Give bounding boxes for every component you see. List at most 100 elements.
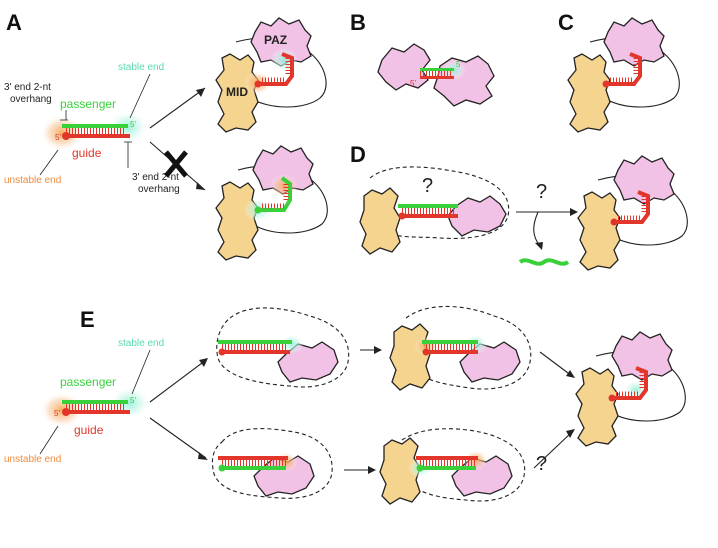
arrow-e-top-final — [539, 351, 573, 377]
arrow-to-top-complex — [149, 87, 206, 129]
passenger-strand — [220, 466, 286, 470]
guide-five-prime-label: 5' — [55, 133, 61, 142]
guide-label-e: guide — [74, 423, 104, 437]
arrow-head — [374, 346, 382, 354]
ago-complex-c — [567, 17, 680, 133]
phosphate-icon — [254, 80, 262, 88]
ago-complex-a-top: PAZ MID — [215, 17, 327, 133]
base-pair-ticks — [420, 460, 476, 466]
paz-domain — [433, 55, 495, 107]
overhang-bottom-bracket — [124, 141, 132, 168]
passenger-label-e: passenger — [60, 375, 116, 389]
arrow-head — [368, 466, 376, 474]
base-pair-ticks — [222, 344, 288, 350]
mid-domain — [389, 323, 431, 391]
stable-end-leader-e — [131, 349, 151, 395]
overhang-top-bracket — [60, 110, 68, 121]
guide-strand — [220, 350, 290, 354]
arrow-head — [198, 452, 208, 460]
overhang-bottom-label-l2: overhang — [138, 184, 180, 195]
passenger-strand — [258, 176, 292, 212]
phosphate-icon — [218, 348, 226, 356]
mid-label: MID — [226, 85, 248, 99]
arrow-head — [570, 208, 578, 216]
duplex-e: 5' 5' — [40, 387, 150, 428]
base-pair-ticks — [262, 184, 289, 209]
passenger-strand — [422, 340, 478, 344]
phosphate-icon — [608, 394, 616, 402]
ago-outline-dashed — [211, 428, 333, 499]
passenger-strand — [62, 400, 128, 404]
overhang-bottom-label-l1: 3' end 2-nt — [132, 172, 179, 183]
mid-domain — [215, 181, 259, 261]
arrow-head — [535, 242, 543, 250]
arrow-head — [199, 358, 208, 367]
guide-label-a: guide — [72, 146, 102, 160]
arrow-head — [566, 370, 575, 378]
guide-five-prime-label: 5' — [410, 79, 416, 88]
passenger-strand — [218, 340, 292, 344]
base-pair-ticks — [262, 58, 291, 83]
panel-label-b: B — [350, 10, 366, 35]
phosphate-icon — [602, 80, 610, 88]
overhang-top-label-l1: 3' end 2-nt — [4, 82, 51, 93]
ago-complex-b: 5' 5' — [377, 43, 495, 107]
arrow-head — [196, 182, 205, 190]
question-mark: ? — [536, 181, 547, 203]
paz-domain — [377, 43, 431, 91]
unstable-end-leader-e — [39, 425, 59, 455]
stable-end-leader-a — [129, 73, 151, 119]
unstable-end-label-a: unstable end — [4, 175, 61, 186]
paz-label: PAZ — [264, 33, 287, 47]
passenger-strand — [420, 68, 454, 71]
base-pair-ticks — [66, 404, 126, 410]
ejected-passenger-strand — [518, 258, 570, 266]
phosphate-icon — [610, 218, 618, 226]
ago-outline-dashed — [369, 166, 510, 239]
ago-complex-e-bottom-2 — [379, 428, 526, 505]
ago-complex-d-start: ? — [359, 166, 510, 255]
passenger-five-prime-icon — [218, 464, 226, 472]
base-pair-ticks — [618, 196, 647, 221]
ago-complex-e-bottom-1 — [211, 428, 333, 499]
mid-domain — [577, 191, 621, 271]
blocked-cross-icon — [164, 150, 188, 178]
guide-strand — [400, 214, 458, 218]
guide-strand — [424, 350, 478, 354]
phosphate-icon — [422, 348, 430, 356]
panel-label-c: C — [558, 10, 574, 35]
base-pair-ticks — [426, 344, 476, 350]
ejection-arrow — [533, 211, 541, 247]
mid-domain — [359, 187, 401, 255]
arrow-head — [196, 88, 205, 97]
passenger-five-prime-label: 5' — [130, 396, 136, 405]
arrow-to-e-top — [149, 359, 207, 403]
panel-label-a: A — [6, 10, 22, 35]
passenger-five-prime-label: 5' — [456, 60, 462, 69]
guide-strand — [218, 456, 288, 460]
passenger-five-prime-label: 5' — [130, 120, 136, 129]
phosphate-icon — [398, 212, 406, 220]
guide-strand — [66, 134, 130, 138]
base-pair-ticks — [66, 128, 126, 134]
stable-end-label-a: stable end — [118, 62, 164, 73]
ago-complex-e-top-1 — [216, 307, 350, 388]
passenger-label-a: passenger — [60, 97, 116, 111]
ago-outline-dashed — [216, 307, 350, 388]
passenger-strand — [418, 466, 476, 470]
overhang-top-label-l2: overhang — [10, 94, 52, 105]
ago-outline-dashed — [401, 428, 526, 502]
panel-label-e: E — [80, 307, 95, 332]
passenger-five-prime-icon — [254, 206, 262, 214]
guide-strand — [606, 52, 642, 86]
guide-strand — [258, 52, 294, 86]
mid-domain — [575, 367, 619, 447]
phosphate-icon — [62, 132, 70, 140]
arrow-to-e-bottom — [149, 417, 207, 459]
phosphate-icon — [62, 408, 70, 416]
question-mark: ? — [422, 175, 433, 197]
guide-strand — [416, 456, 478, 460]
base-pair-ticks — [402, 208, 456, 214]
guide-strand — [420, 76, 454, 79]
base-pair-ticks — [222, 460, 286, 466]
